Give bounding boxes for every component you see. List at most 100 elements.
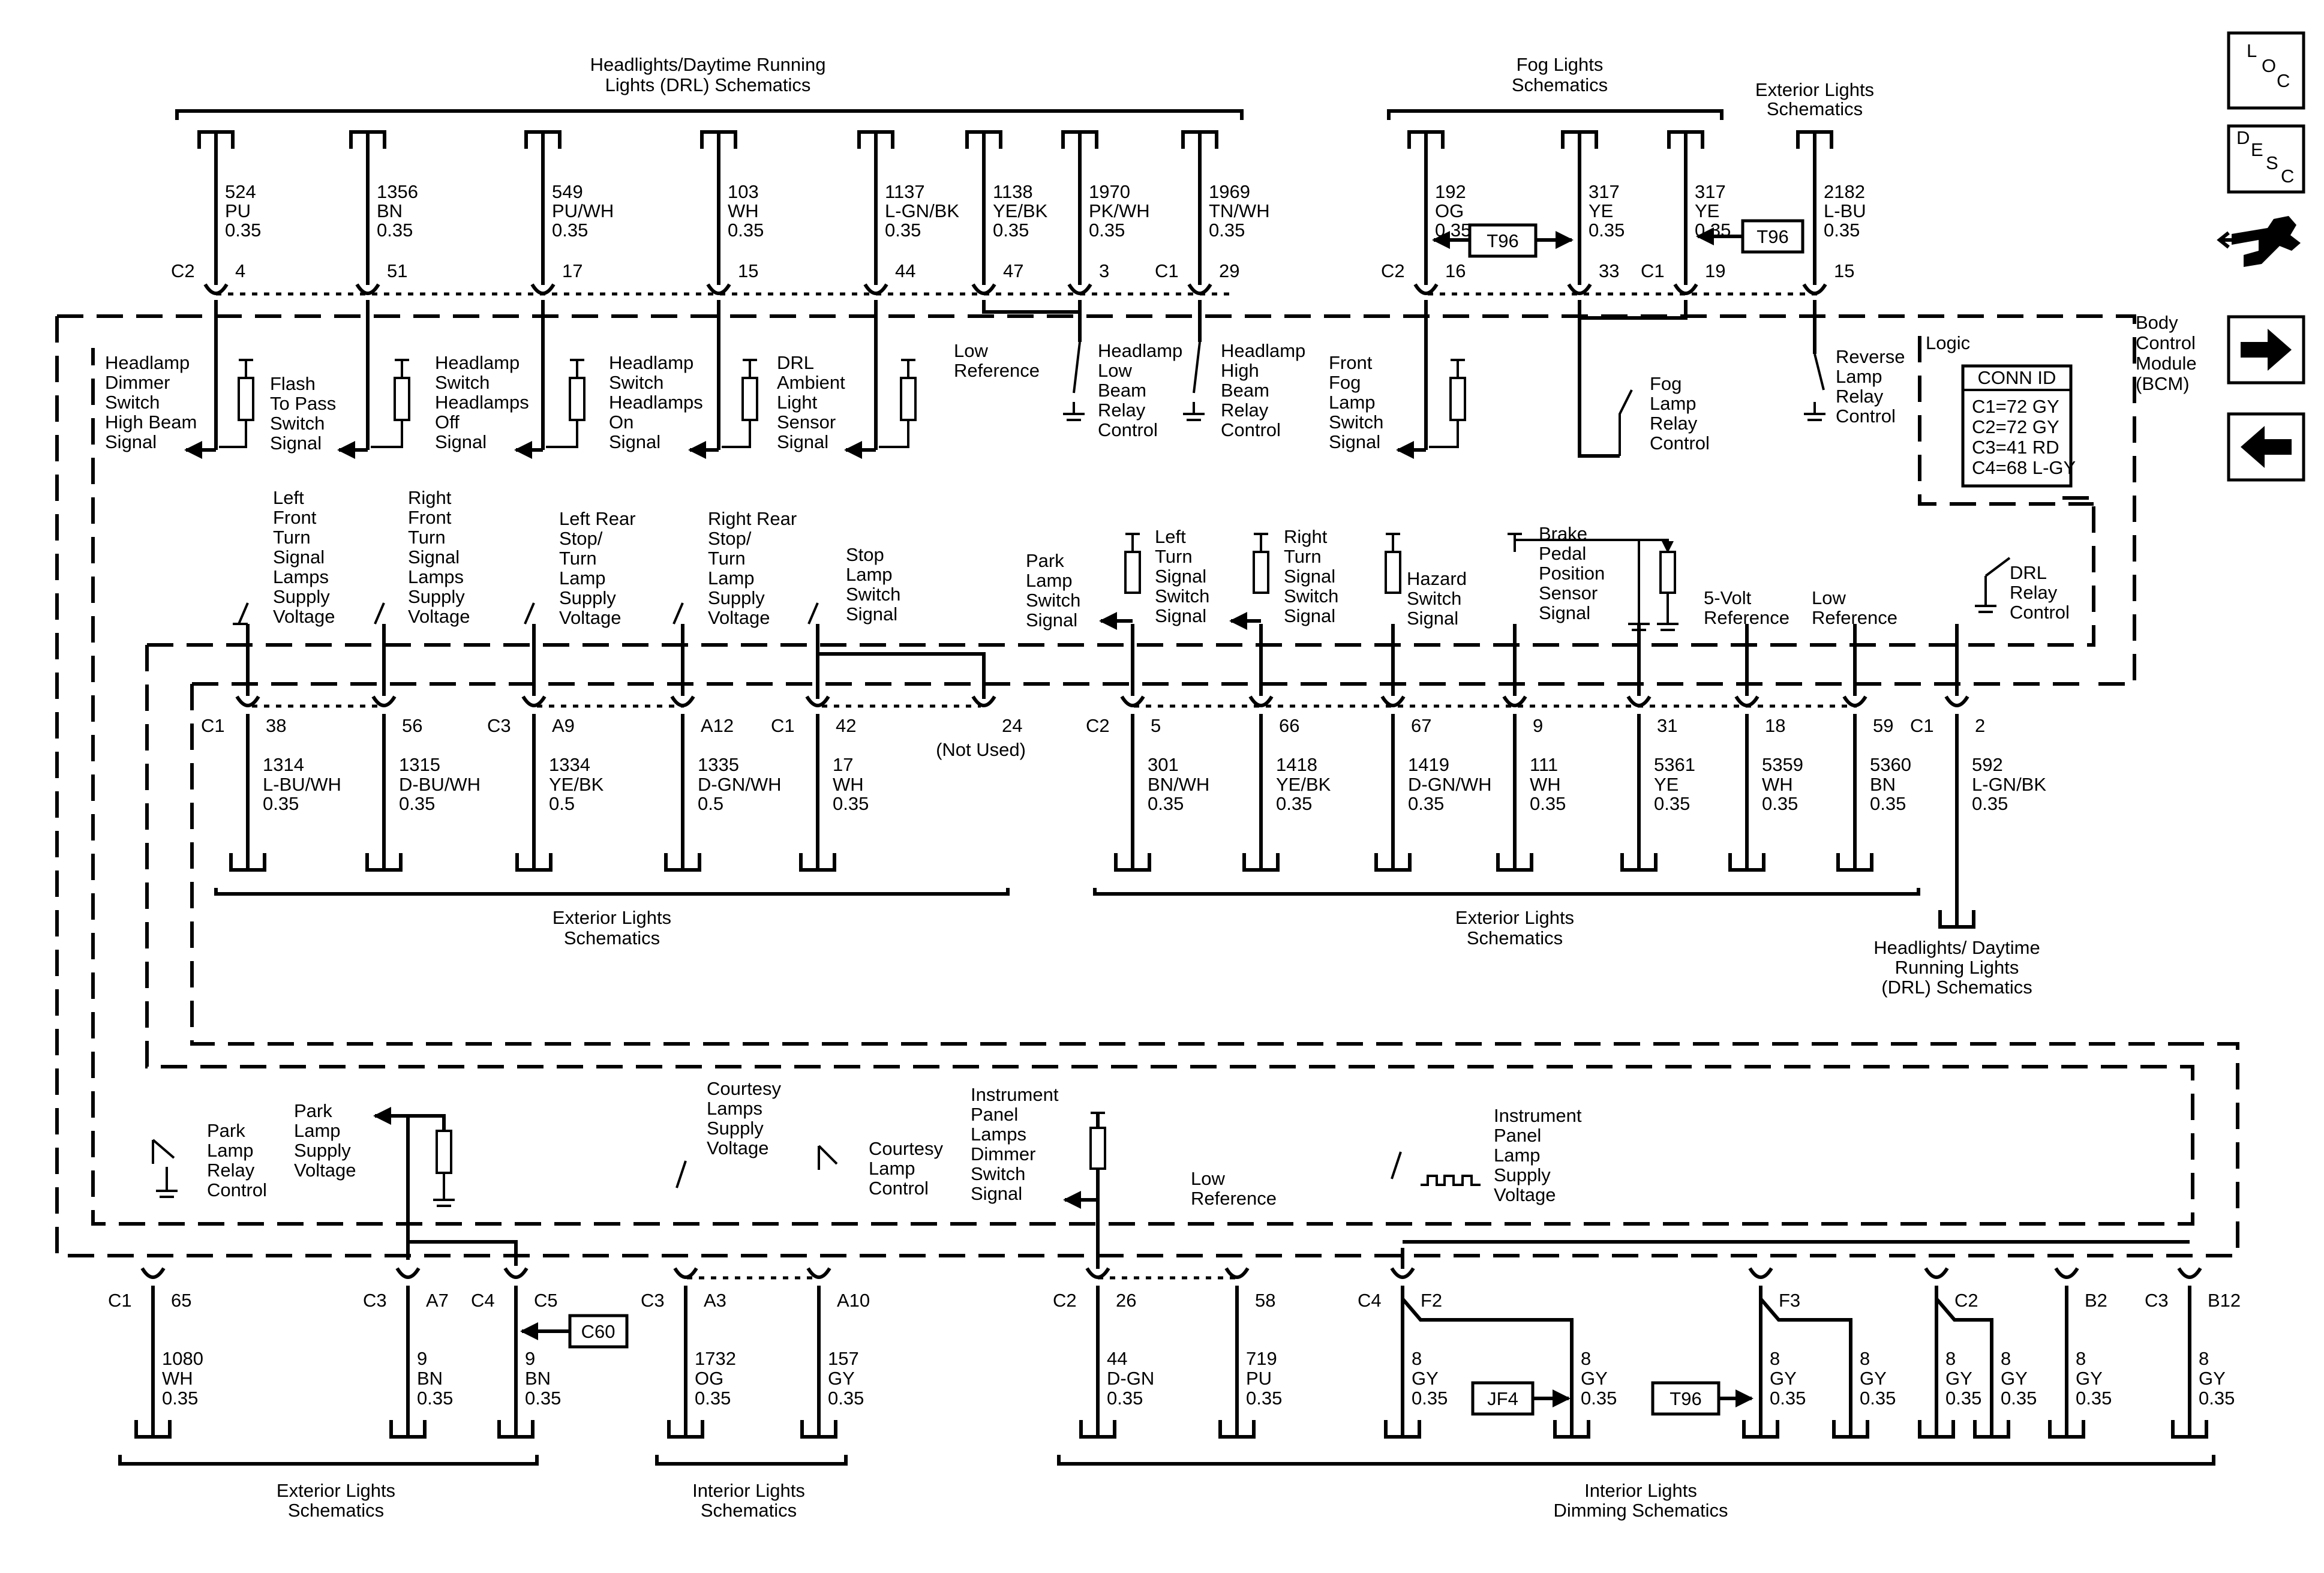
mid-connector — [521, 695, 547, 707]
ref-t96-bottom[interactable]: T96 — [1651, 1381, 1753, 1416]
wire-color: L-GN/BK — [1972, 774, 2046, 795]
top-connector — [1187, 283, 1212, 295]
wire-gauge: 0.35 — [1945, 1388, 1981, 1409]
mid-terminal — [1114, 853, 1151, 872]
circuit-label: Reference — [954, 360, 1040, 381]
circuit-label: Turn — [1284, 546, 1322, 567]
ref-jf4[interactable]: JF4 — [1471, 1381, 1571, 1416]
pin-number: 58 — [1255, 1290, 1275, 1311]
wire-gauge: 0.35 — [728, 220, 764, 241]
header-ext-mid-1: Exterior Lights — [1455, 907, 1574, 928]
wrench-icon[interactable] — [2217, 216, 2301, 267]
loc-button[interactable]: L O C — [2227, 31, 2305, 110]
circuit-label: Switch — [1026, 590, 1080, 611]
wire-number: 1970 — [1089, 181, 1130, 202]
top-connector — [706, 283, 731, 295]
wire-number: 2182 — [1824, 181, 1865, 202]
mid-connector — [1944, 695, 1969, 707]
wire-gauge: 0.5 — [549, 793, 575, 814]
arrow-left-icon[interactable] — [2227, 412, 2305, 482]
wire-gauge: 0.35 — [1246, 1388, 1282, 1409]
wire-color: YE/BK — [549, 774, 604, 795]
wire-number: 8 — [1770, 1348, 1780, 1369]
svg-text:Module: Module — [2136, 353, 2197, 374]
bottom-terminal — [1384, 1420, 1421, 1439]
circuit-label: Panel — [971, 1104, 1018, 1125]
circuit-label: Relay — [2010, 582, 2058, 603]
ref-c60[interactable]: C60 — [520, 1314, 629, 1349]
circuit-label: Front — [273, 507, 317, 528]
circuit-label: Voltage — [408, 606, 470, 627]
wire-gauge: 0.35 — [1148, 793, 1184, 814]
wire-color: GY — [1860, 1368, 1887, 1389]
top-wire-group: 524PU0.354C21356BN0.3551549PU/WH0.351710… — [171, 130, 1866, 295]
pin-number: B2 — [2085, 1290, 2107, 1311]
wire-gauge: 0.35 — [399, 793, 435, 814]
wire-number: 8 — [1412, 1348, 1422, 1369]
wire-gauge: 0.35 — [1824, 220, 1860, 241]
pin-number: F2 — [1421, 1290, 1442, 1311]
mid-connector — [1248, 695, 1274, 707]
bottom-terminal — [1218, 1420, 1256, 1439]
wire-color: BN — [1870, 774, 1896, 795]
module-name: Body Control Module (BCM) — [2136, 312, 2197, 394]
arrow-right-icon[interactable] — [2227, 315, 2305, 385]
circuit-label: Signal — [609, 431, 660, 452]
circuit-label: Supply — [707, 1118, 764, 1139]
circuit-label: Headlamps — [435, 392, 529, 413]
desc-button[interactable]: D E S C — [2227, 124, 2305, 194]
mid-terminal — [1242, 853, 1280, 872]
wire-color: WH — [833, 774, 864, 795]
circuit-label: Voltage — [559, 607, 621, 628]
circuit-label: Fog — [1329, 372, 1361, 393]
bcm-inner-row2-1 — [147, 496, 2095, 647]
wire-color: WH — [1762, 774, 1793, 795]
circuit-label: Lamp — [869, 1158, 915, 1179]
wire-number: 1334 — [549, 754, 590, 775]
circuit-label: Supply — [294, 1140, 351, 1161]
svg-text:T96: T96 — [1487, 230, 1518, 251]
svg-text:T96: T96 — [1670, 1388, 1701, 1409]
wire-number: 111 — [1530, 754, 1558, 775]
bottom-connector — [1224, 1267, 1250, 1279]
top-connector — [355, 283, 380, 295]
wire-gauge: 0.35 — [1530, 793, 1566, 814]
circuit-label: Right — [408, 487, 452, 508]
splice-branch — [1401, 1298, 1574, 1437]
bottom-connector — [2177, 1267, 2202, 1279]
svg-text:T96: T96 — [1756, 226, 1788, 247]
wire-color: GY — [2001, 1368, 2028, 1389]
wire-color: GY — [2199, 1368, 2226, 1389]
pin-number: 17 — [562, 260, 582, 281]
circuit-label: Voltage — [707, 1137, 768, 1158]
ref-t96-top-b[interactable]: T96 — [1696, 219, 1804, 254]
circuit-label: Supply — [408, 586, 465, 607]
mid-connector — [1734, 695, 1759, 707]
circuit-label: Fog — [1650, 373, 1682, 394]
circuit-label: Right Rear — [708, 508, 797, 529]
ref-t96-top-a[interactable]: T96 — [1432, 223, 1574, 258]
circuit-label: Left Rear — [559, 508, 636, 529]
circuit-label: Signal — [1284, 566, 1335, 587]
wire-color: PU — [1246, 1368, 1272, 1389]
circuit-label: Beam — [1098, 380, 1146, 401]
bottom-terminal — [667, 1420, 704, 1439]
wire-number: 17 — [833, 754, 853, 775]
top-connector — [530, 283, 556, 295]
wire-color: GY — [1770, 1368, 1797, 1389]
pin-number: 15 — [1834, 260, 1854, 281]
wire-gauge: 0.35 — [225, 220, 261, 241]
circuit-label: Low — [1098, 360, 1132, 381]
svg-text:JF4: JF4 — [1487, 1388, 1518, 1409]
circuit-label: Turn — [408, 527, 446, 548]
circuit-label: Low — [1812, 587, 1846, 608]
circuit-label: Lamp — [559, 568, 606, 589]
top-connector — [1802, 283, 1827, 295]
top-connector — [1413, 283, 1439, 295]
wire-number: 192 — [1435, 181, 1466, 202]
connector-id: C1 — [108, 1290, 132, 1311]
circuit-label: Signal — [273, 547, 325, 568]
circuit-label: Park — [294, 1100, 332, 1121]
pin-number: 4 — [235, 260, 245, 281]
circuit-label: Lamp — [294, 1120, 341, 1141]
